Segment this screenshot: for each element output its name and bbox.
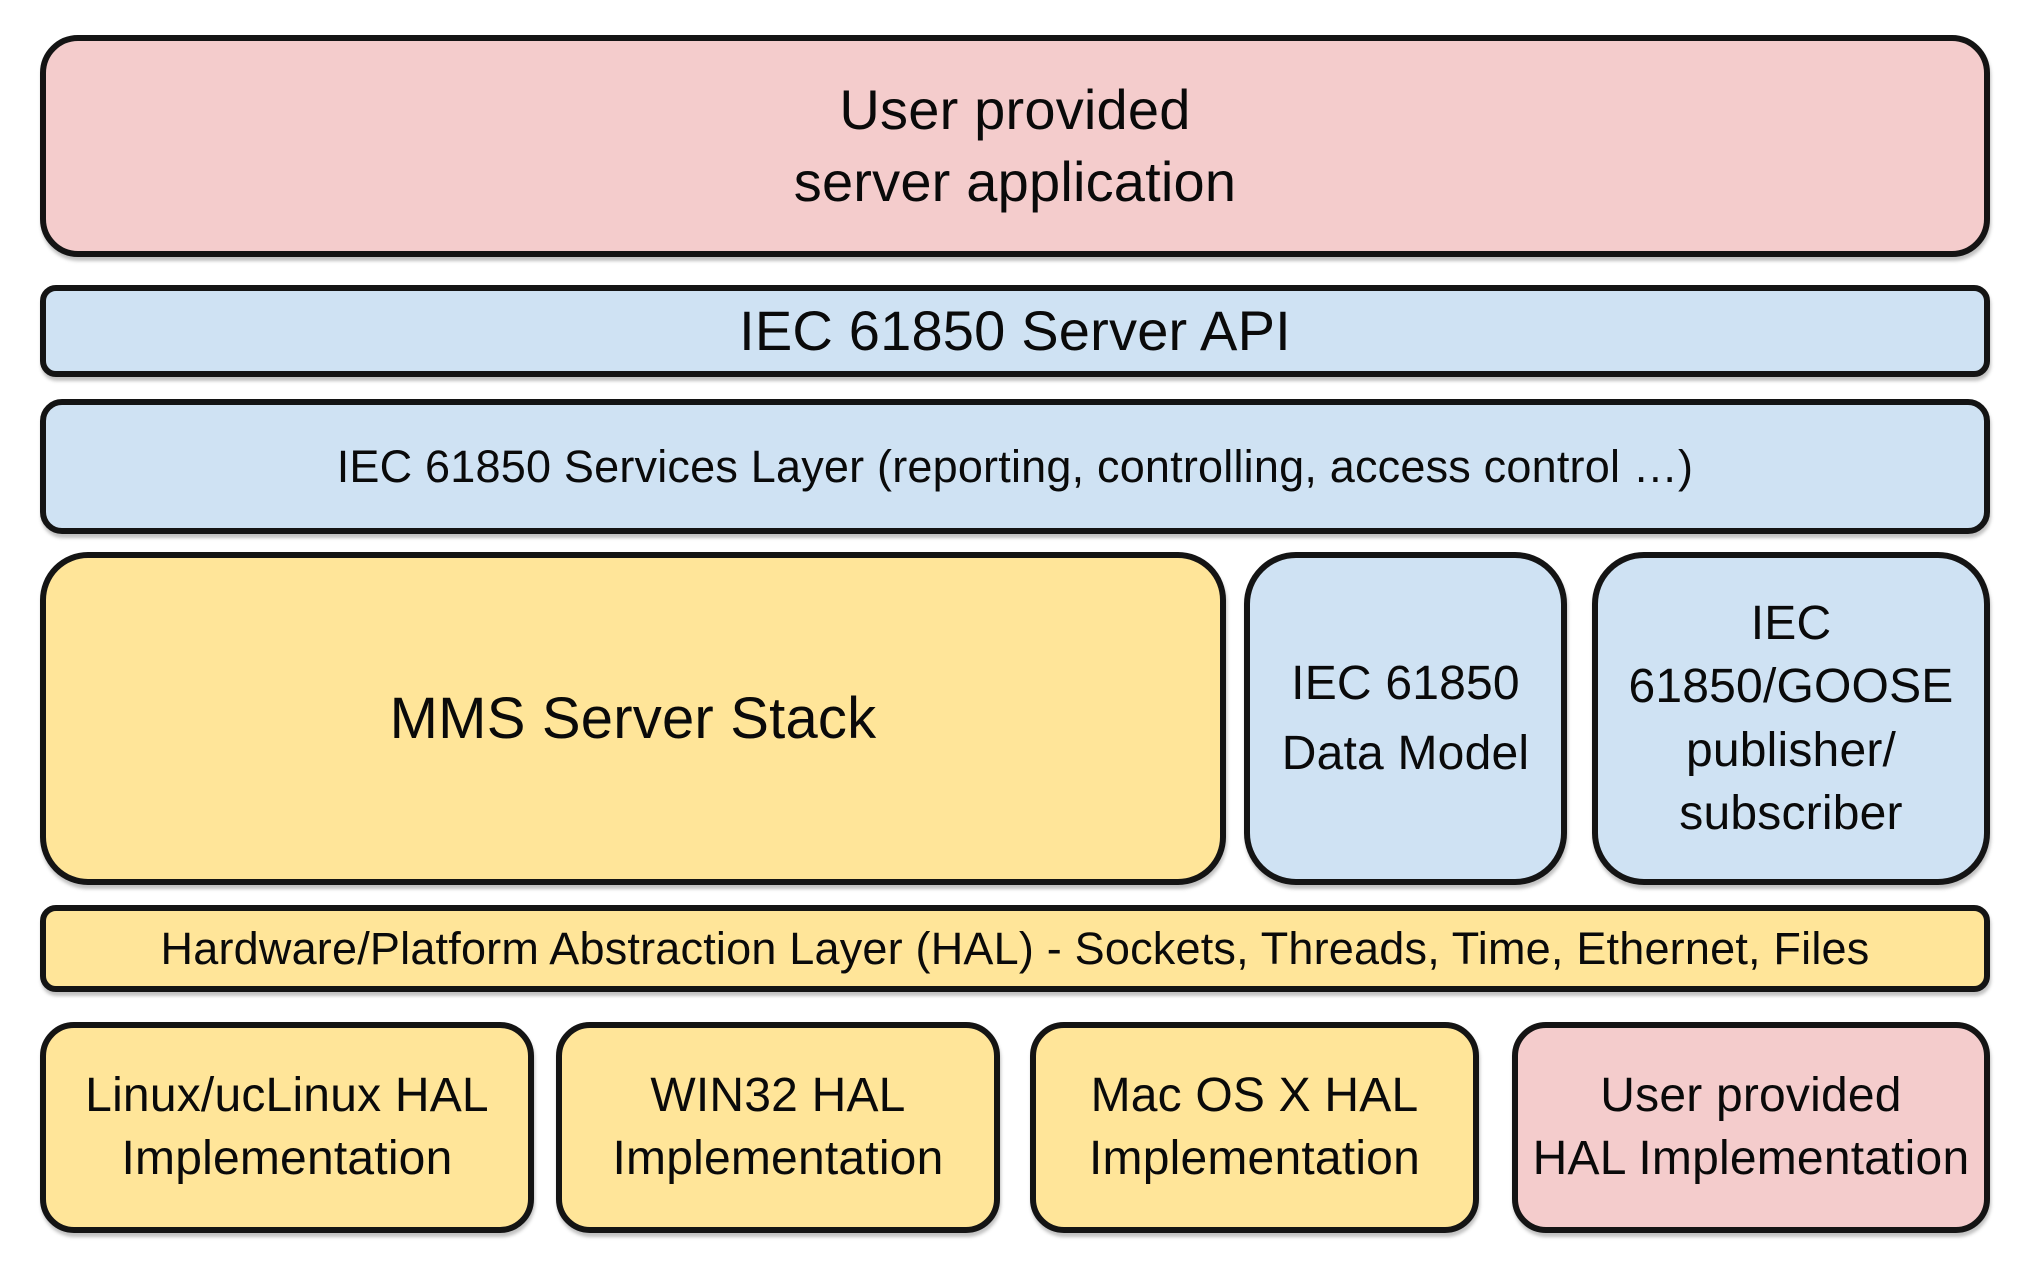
layer-hardware-platform-abstraction-label: Hardware/Platform Abstraction Layer (HAL… (160, 922, 1870, 974)
layer-user-provided-server-application: User provided server application (40, 35, 1990, 257)
box-linux-hal-implementation: Linux/ucLinux HAL Implementation (40, 1022, 534, 1233)
layer-iec61850-server-api-label: IEC 61850 Server API (739, 299, 1291, 363)
box-linux-hal-implementation-label: Linux/ucLinux HAL Implementation (85, 1069, 489, 1185)
layer-iec61850-services: IEC 61850 Services Layer (reporting, con… (40, 399, 1990, 534)
box-user-provided-hal-implementation-label: User provided HAL Implementation (1532, 1069, 1970, 1185)
box-win32-hal-implementation: WIN32 HAL Implementation (556, 1022, 1000, 1233)
box-iec61850-goose-publisher-subscriber-label: IEC 61850/GOOSE publisher/ subscriber (1628, 596, 1954, 840)
box-mms-server-stack-label: MMS Server Stack (389, 685, 877, 751)
box-mms-server-stack: MMS Server Stack (40, 552, 1226, 885)
box-iec61850-goose-publisher-subscriber: IEC 61850/GOOSE publisher/ subscriber (1592, 552, 1990, 885)
box-user-provided-hal-implementation: User provided HAL Implementation (1512, 1022, 1990, 1233)
layer-hardware-platform-abstraction: Hardware/Platform Abstraction Layer (HAL… (40, 905, 1990, 992)
layer-user-provided-server-application-label: User provided server application (793, 78, 1237, 213)
box-macos-hal-implementation: Mac OS X HAL Implementation (1030, 1022, 1479, 1233)
layer-iec61850-services-label: IEC 61850 Services Layer (reporting, con… (336, 440, 1694, 492)
box-iec61850-data-model: IEC 61850 Data Model (1244, 552, 1567, 885)
box-win32-hal-implementation-label: WIN32 HAL Implementation (612, 1069, 944, 1185)
box-iec61850-data-model-label: IEC 61850 Data Model (1281, 656, 1530, 780)
box-macos-hal-implementation-label: Mac OS X HAL Implementation (1089, 1069, 1420, 1185)
layer-iec61850-server-api: IEC 61850 Server API (40, 285, 1990, 377)
